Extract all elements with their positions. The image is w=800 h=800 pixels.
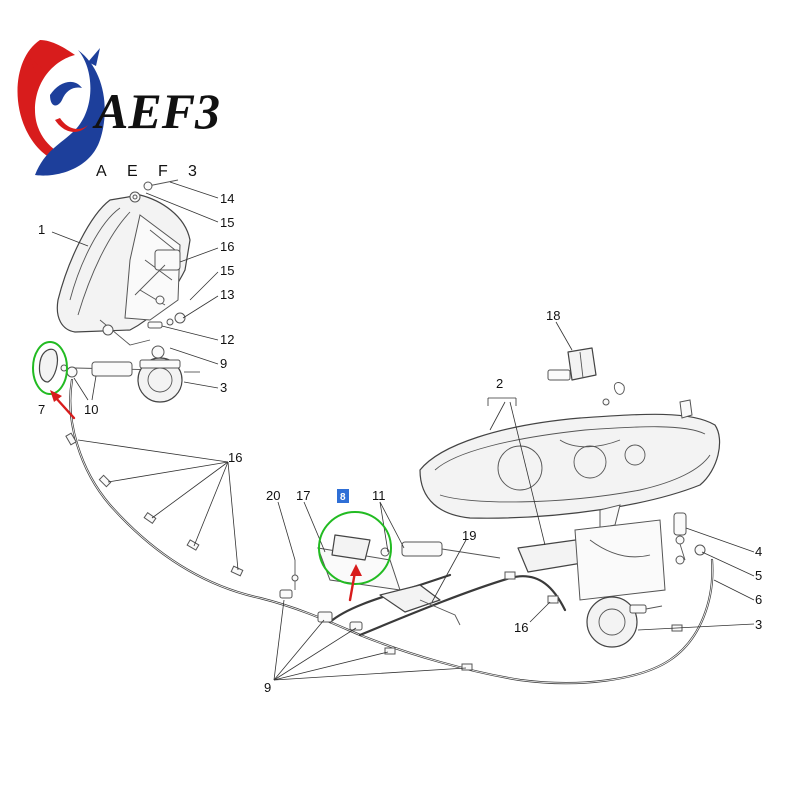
callout-17: 17: [296, 488, 310, 503]
callout-3-left: 3: [220, 380, 227, 395]
bulb-18: [547, 347, 597, 381]
adjuster-rod-16: [134, 264, 186, 329]
callout-8: 8: [340, 492, 346, 503]
cap-8: [331, 534, 371, 561]
brand-logo: AEF3 A E F 3: [17, 40, 220, 180]
callout-16-center: 16: [514, 620, 528, 635]
callout-9-bottom: 9: [264, 680, 271, 695]
leveling-motor-left: [74, 345, 200, 403]
module-19: [379, 584, 461, 626]
callout-13: 13: [220, 287, 234, 302]
callout-10: 10: [84, 402, 98, 417]
right-headlamp-assembly: [419, 399, 721, 529]
callout-5: 5: [755, 568, 762, 583]
callout-15-lower: 15: [220, 263, 234, 278]
bulb-holder-5: [675, 544, 706, 565]
logo-letter-2: E: [127, 163, 140, 180]
callout-2: 2: [496, 376, 503, 391]
dragon-emblem-icon: [17, 40, 105, 176]
logo-letter-1: A: [96, 163, 109, 180]
callout-16-top: 16: [220, 239, 234, 254]
bolt-14: [143, 179, 179, 191]
callout-1: 1: [38, 222, 45, 237]
washer-15: [129, 191, 141, 203]
callout-14: 14: [220, 191, 234, 206]
callout-6: 6: [755, 592, 762, 607]
callout-11: 11: [372, 488, 386, 503]
callout-9-top: 9: [220, 356, 227, 371]
bulb-holder-4: [673, 512, 687, 561]
highlight-circle-cap-7: [32, 341, 68, 395]
connector-11: [380, 541, 501, 559]
logo-letter-3: F: [158, 163, 170, 180]
highlight-arrow-cap-8: [348, 564, 362, 602]
callout-18: 18: [546, 308, 560, 323]
logo-letter-4: 3: [188, 163, 199, 180]
highlight-circle-cap-8: [318, 511, 392, 585]
callout-4: 4: [755, 544, 762, 559]
callout-8-badge: 8: [337, 489, 349, 503]
cap-7: [38, 348, 78, 383]
left-headlamp-assembly: [56, 194, 191, 346]
pin-20: [291, 560, 299, 590]
callout-12: 12: [220, 332, 234, 347]
leveling-motor-right: [586, 596, 663, 648]
callout-3-right: 3: [755, 617, 762, 632]
callout-19: 19: [462, 528, 476, 543]
control-module: [517, 519, 666, 601]
clip-ring: [602, 382, 625, 406]
logo-wordmark: AEF3: [92, 83, 220, 139]
callout-15-top: 15: [220, 215, 234, 230]
callout-labels: 1 14 15 16 15 13 12 9 3 7 10 16 18 2 20 …: [38, 191, 762, 695]
highlight-arrow-cap-7: [50, 390, 76, 420]
callout-20: 20: [266, 488, 280, 503]
callout-16-harness: 16: [228, 450, 242, 465]
callout-7: 7: [38, 402, 45, 417]
leader-lines: [51, 181, 755, 681]
